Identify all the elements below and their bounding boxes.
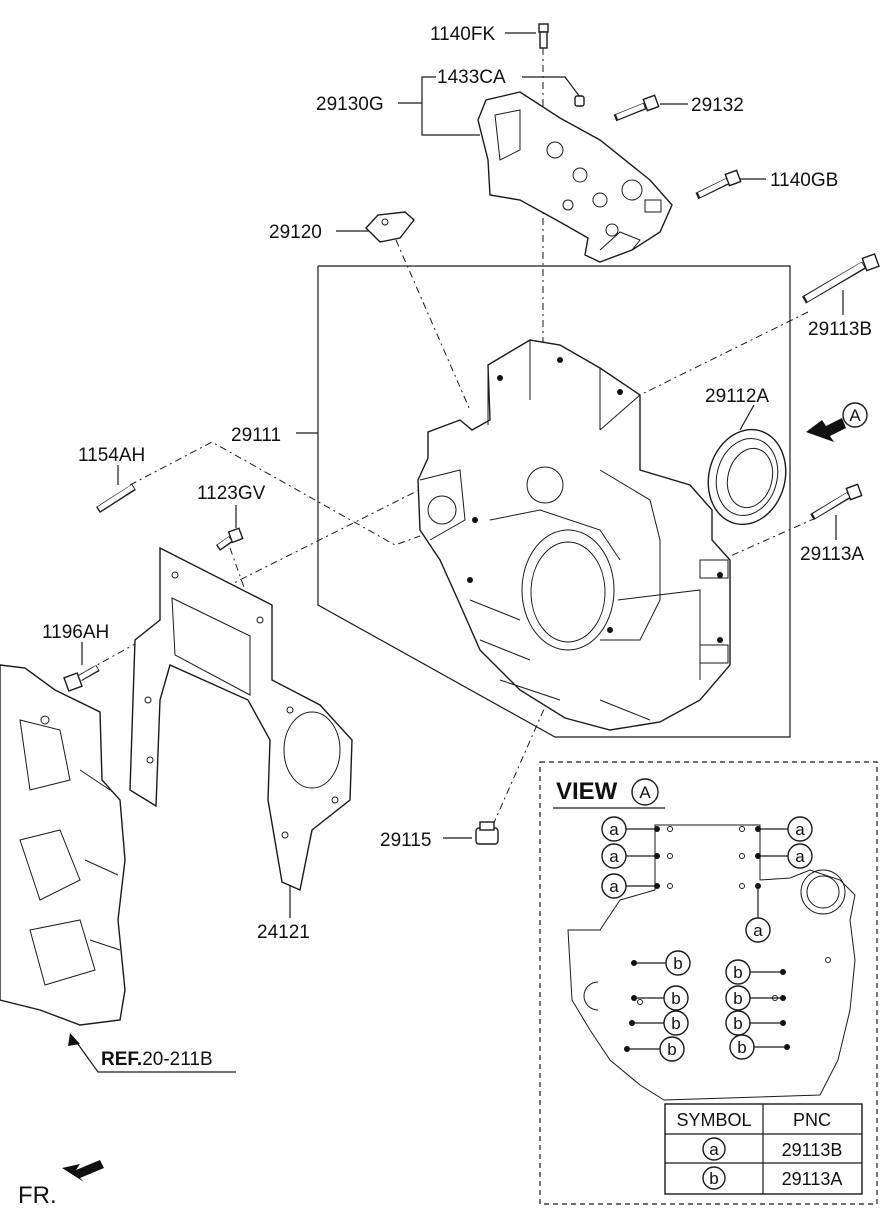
marker-a-3: a [609, 877, 619, 896]
bolt-1196ah [63, 664, 100, 692]
bolt-29113b [801, 253, 880, 304]
legend-row-2-pnc: 29113A [782, 1169, 843, 1189]
a-markers: a a a a a a [601, 816, 813, 943]
marker-b-1: b [673, 954, 682, 973]
label-29132: 29132 [691, 95, 744, 116]
label-29115: 29115 [380, 830, 431, 851]
bolt-1123gv [216, 527, 244, 551]
stud-1154ah [96, 484, 136, 513]
label-29130g: 29130G [316, 94, 384, 115]
label-1140fk: 1140FK [430, 24, 495, 45]
ref-number: 20-211B [142, 1049, 212, 1070]
marker-a-2: a [609, 847, 619, 866]
label-1140gb: 1140GB [770, 170, 838, 191]
bracket-29130g [477, 91, 673, 263]
bolt-29132 [613, 94, 660, 122]
marker-a-1: a [609, 820, 619, 839]
b-markers: b b b b b b b [624, 950, 790, 1062]
label-1433ca: 1433CA [437, 67, 506, 88]
view-callout-circle [842, 402, 868, 428]
marker-b-2: b [671, 989, 680, 1008]
view-callout-letter: A [849, 406, 861, 425]
marker-b-3: b [671, 1014, 680, 1033]
ref-prefix: REF. [101, 1049, 142, 1070]
front-indicator: FR. [18, 1160, 104, 1209]
engine-block-reference [0, 664, 126, 1026]
main-cover-reference-frame [317, 265, 791, 738]
front-arrow [62, 1160, 104, 1182]
view-a-face-outline [567, 824, 856, 1101]
label-29120: 29120 [269, 222, 322, 243]
gasket-plate-24121 [129, 546, 353, 891]
bolt-29113a [810, 483, 863, 521]
marker-a-6: a [753, 921, 763, 940]
marker-b-4: b [667, 1040, 676, 1059]
view-direction-arrow [806, 418, 846, 442]
marker-b-5: b [733, 963, 742, 982]
clip-29120 [365, 211, 415, 243]
pin-1433ca [574, 95, 585, 107]
view-a-title-circle [631, 778, 659, 806]
view-a-callout: A [806, 402, 868, 442]
bolt-1140gb [695, 169, 742, 200]
legend-row-2-symbol: b [709, 1169, 718, 1188]
label-29111: 29111 [231, 425, 281, 446]
marker-b-8: b [737, 1038, 746, 1057]
view-a-panel: VIEW A a a a [539, 761, 878, 1205]
legend-header-symbol: SYMBOL [676, 1110, 751, 1130]
seal-29112a [707, 428, 787, 526]
housing-cover-29111 [417, 339, 731, 731]
legend-row-1-pnc: 29113B [782, 1140, 843, 1160]
label-29113a: 29113A [800, 544, 864, 565]
legend-table: SYMBOL PNC a 29113B b 29113A [664, 1103, 863, 1195]
marker-a-4: a [795, 820, 805, 839]
front-label: FR. [18, 1182, 57, 1209]
label-29113b: 29113B [808, 319, 872, 340]
marker-b-7: b [733, 1014, 742, 1033]
view-a-panel-border [539, 761, 878, 1205]
part-labels: 1140FK 1433CA 29130G 29132 1140GB 29120 … [42, 24, 872, 1070]
plug-29115 [475, 821, 499, 845]
label-24121: 24121 [257, 922, 310, 943]
view-a-title-letter: A [639, 783, 651, 802]
ref-arrow [68, 1033, 80, 1046]
label-1123gv: 1123GV [197, 483, 266, 504]
view-a-title: VIEW [556, 778, 618, 805]
legend-row-1-symbol: a [709, 1140, 719, 1159]
label-29112a: 29112A [705, 386, 769, 407]
legend-header-pnc: PNC [793, 1110, 831, 1130]
ref-label: REF.20-211B [101, 1049, 213, 1070]
marker-a-5: a [795, 847, 805, 866]
bolt-1140fk [538, 23, 549, 49]
label-1154ah: 1154AH [78, 445, 145, 466]
view-a-seal-bore [800, 869, 846, 915]
marker-b-6: b [733, 989, 742, 1008]
label-1196ah: 1196AH [42, 622, 109, 643]
